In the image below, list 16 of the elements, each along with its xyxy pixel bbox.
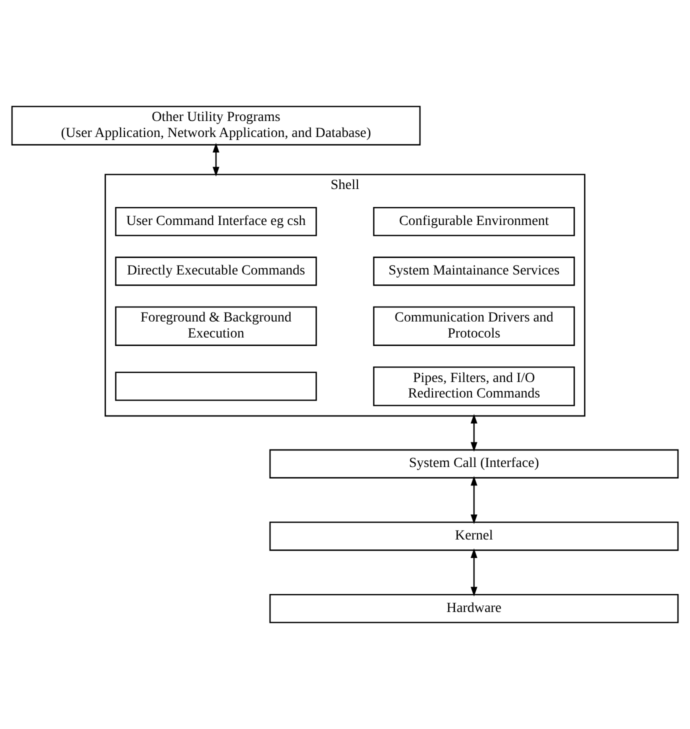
node-box: System Maintainance Services — [373, 256, 575, 286]
node-box: System Call (Interface) — [269, 449, 679, 478]
node-box: Hardware — [269, 594, 679, 624]
node-box: Pipes, Filters, and I/O Redirection Commands — [373, 366, 575, 406]
arrow — [212, 142, 220, 176]
arrow — [470, 548, 478, 596]
node-box: Communication Drivers and Protocols — [373, 306, 575, 346]
node-box: Foreground & Background Execution — [115, 306, 317, 346]
node-box: User Command Interface eg csh — [115, 206, 317, 236]
node-box: Configurable Environment — [373, 206, 575, 236]
node-box: Kernel — [269, 522, 679, 551]
node-box — [115, 372, 317, 401]
node-box: Directly Executable Commands — [115, 256, 317, 286]
arrow — [470, 414, 478, 452]
node-box: Other Utility Programs (User Application, Network Application, and Database) — [11, 106, 421, 146]
arrow — [470, 476, 478, 524]
